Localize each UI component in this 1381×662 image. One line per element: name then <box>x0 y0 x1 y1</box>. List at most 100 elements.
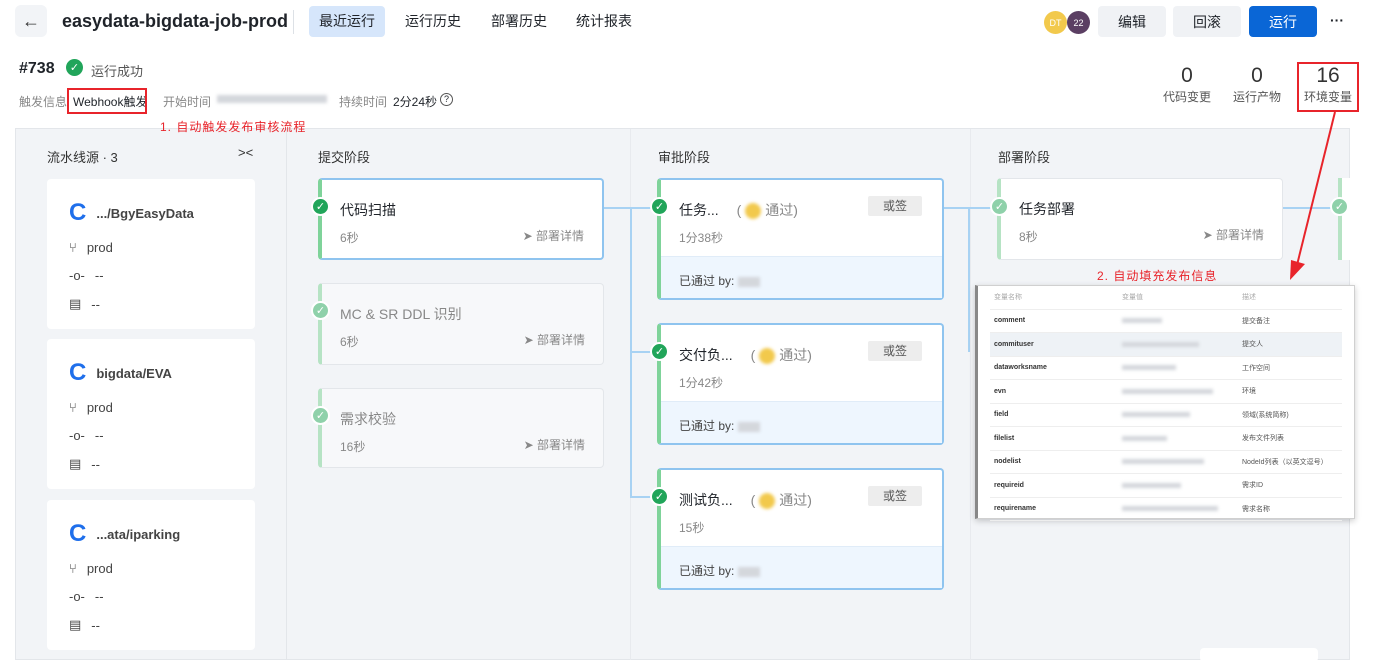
job-time: 15秒 <box>679 521 705 535</box>
deploy-detail-link[interactable]: ➤ 部署详情 <box>523 333 585 347</box>
connector <box>630 496 657 498</box>
run-id: #738 <box>19 60 55 77</box>
divider <box>286 129 287 660</box>
source-branch: prod <box>86 561 113 576</box>
job-card[interactable]: MC & SR DDL 识别 6秒 ➤ 部署详情 <box>318 283 604 365</box>
job-name: 测试负... (通过) <box>679 492 812 510</box>
source-commit: -- <box>94 428 104 443</box>
connector <box>630 351 657 353</box>
back-button[interactable]: ← <box>15 5 47 37</box>
page-title: easydata-bigdata-job-prod <box>62 11 289 31</box>
job-card[interactable]: 需求校验 16秒 ➤ 部署详情 <box>318 388 604 468</box>
deploy-detail-link[interactable]: ➤ 部署详情 <box>522 229 584 243</box>
var-name: filelist <box>994 434 1015 442</box>
source-branch: prod <box>86 240 113 255</box>
tab-recent-runs[interactable]: 最近运行 <box>309 6 385 37</box>
deploy-detail-link[interactable]: ➤ 部署详情 <box>523 438 585 452</box>
var-value-redacted <box>1122 459 1204 465</box>
rollback-button[interactable]: 回滚 <box>1173 6 1241 37</box>
avatar[interactable]: 22 <box>1067 11 1090 34</box>
var-name: requirename <box>994 505 1037 513</box>
commit-icon: -o- <box>69 428 85 443</box>
job-name: 交付负... (通过) <box>679 347 812 365</box>
run-status: 运行成功 <box>91 64 144 79</box>
start-time-redacted <box>217 95 327 103</box>
job-time: 1分38秒 <box>679 231 724 245</box>
tab-reports[interactable]: 统计报表 <box>576 13 632 29</box>
deploy-detail-link[interactable]: ➤ 部署详情 <box>1202 228 1264 242</box>
approval-card[interactable]: 测试负... (通过) 或签 15秒 已通过 by: <box>657 468 944 590</box>
var-value-redacted <box>1122 365 1176 371</box>
var-desc: 提交人 <box>1242 341 1263 349</box>
success-icon: ✓ <box>1330 197 1349 216</box>
job-time: 1分42秒 <box>679 376 724 390</box>
help-icon[interactable]: ? <box>440 93 453 106</box>
edit-button[interactable]: 编辑 <box>1098 6 1166 37</box>
source-card[interactable]: C.../BgyEasyData ⑂prod -o--- ▤-- <box>47 179 255 329</box>
duration-label: 持续时间 <box>339 95 388 109</box>
branch-icon: ⑂ <box>69 240 77 255</box>
job-card[interactable]: 代码扫描 6秒 ➤ 部署详情 <box>318 178 604 260</box>
job-name: 需求校验 <box>340 411 396 427</box>
var-value-redacted <box>1122 318 1162 324</box>
source-commit: -- <box>94 268 104 283</box>
repo-icon: C <box>69 359 87 386</box>
trigger-value: Webhook触发 <box>73 95 148 109</box>
connector <box>944 207 997 209</box>
zoom-control[interactable] <box>1200 648 1318 662</box>
stage-title: 审批阶段 <box>658 150 711 165</box>
collapse-icon[interactable]: >< <box>238 145 254 160</box>
job-name: 任务... (通过) <box>679 202 798 220</box>
message-icon: ▤ <box>69 617 82 632</box>
source-branch: prod <box>86 400 113 415</box>
more-button[interactable]: ··· <box>1330 12 1344 28</box>
success-icon: ✓ <box>311 406 330 425</box>
job-time: 6秒 <box>340 231 359 245</box>
tab-deploy-history[interactable]: 部署历史 <box>491 13 547 29</box>
job-name: 任务部署 <box>1019 201 1075 217</box>
approved-by: 已通过 by: <box>661 401 942 443</box>
annotation-box <box>67 88 147 114</box>
success-icon: ✓ <box>311 301 330 320</box>
var-desc: 需求ID <box>1242 482 1263 490</box>
var-desc: 环境 <box>1242 388 1256 396</box>
branch-icon: ⑂ <box>69 400 77 415</box>
start-label: 开始时间 <box>163 95 212 109</box>
avatar[interactable]: DT <box>1044 11 1067 34</box>
source-card[interactable]: C...ata/iparking ⑂prod -o--- ▤-- <box>47 500 255 650</box>
tab-run-history[interactable]: 运行历史 <box>405 13 461 29</box>
divider <box>970 129 971 660</box>
or-sign-badge: 或签 <box>868 341 922 361</box>
job-card[interactable]: 任务部署 8秒 ➤ 部署详情 <box>997 178 1283 260</box>
sources-title: 流水线源 · 3 <box>47 150 118 165</box>
message-icon: ▤ <box>69 456 82 471</box>
trigger-label: 触发信息 <box>19 95 68 109</box>
var-value-redacted <box>1122 482 1181 488</box>
success-icon: ✓ <box>311 197 330 216</box>
job-time: 16秒 <box>340 440 366 454</box>
var-desc: 发布文件列表 <box>1242 435 1284 443</box>
run-button[interactable]: 运行 <box>1249 6 1317 37</box>
connector <box>968 207 970 352</box>
job-name: 代码扫描 <box>340 202 396 218</box>
source-name: bigdata/EVA <box>96 365 172 381</box>
source-message: -- <box>91 617 100 633</box>
repo-icon: C <box>69 520 87 547</box>
divider <box>293 10 294 34</box>
approval-card[interactable]: 交付负... (通过) 或签 1分42秒 已通过 by: <box>657 323 944 445</box>
approval-card[interactable]: 任务... (通过) 或签 1分38秒 已通过 by: <box>657 178 944 300</box>
source-name: ...ata/iparking <box>96 526 181 542</box>
annotation-1: 1. 自动触发发布审核流程 <box>160 120 307 134</box>
